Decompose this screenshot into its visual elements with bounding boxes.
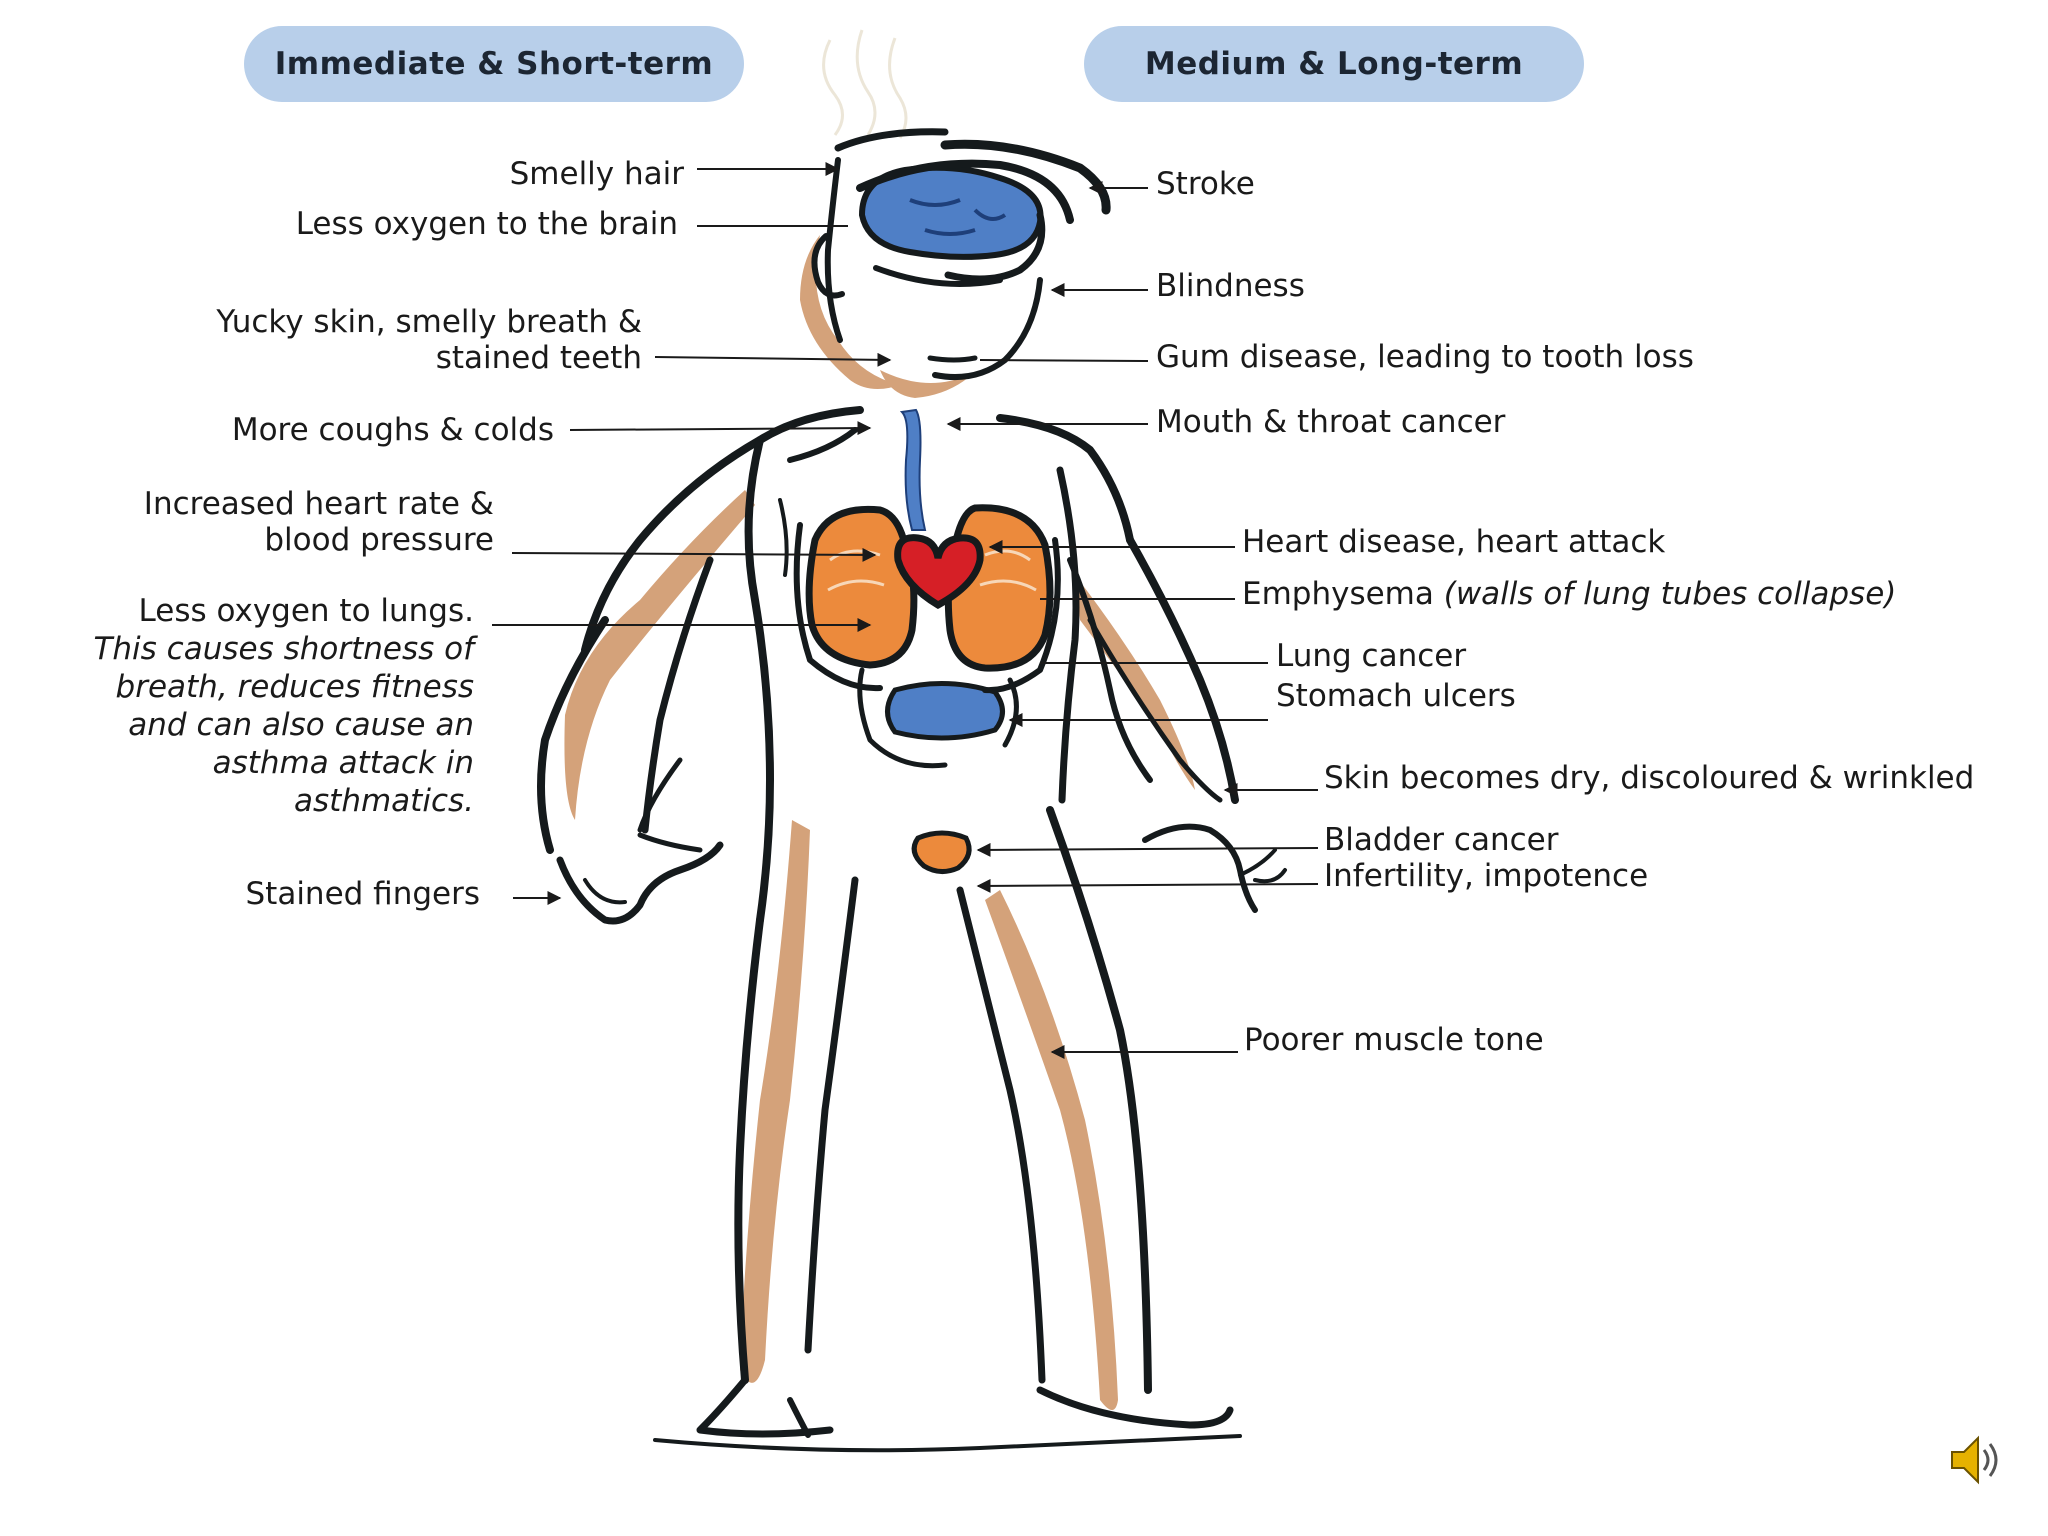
heart-organ	[894, 534, 984, 610]
label-mouth-throat-cancer: Mouth & throat cancer	[1156, 404, 1506, 440]
header-immediate-short-term: Immediate & Short-term	[244, 26, 744, 102]
label-gum-disease: Gum disease, leading to tooth loss	[1156, 339, 1694, 375]
label-smelly-hair: Smelly hair	[509, 156, 684, 192]
pointer-lines	[492, 162, 1319, 1059]
label-stomach-ulcers: Stomach ulcers	[1276, 678, 1516, 714]
body-outline	[537, 128, 1287, 1453]
label-less-oxygen-lungs: Less oxygen to lungs. This causes shortn…	[93, 593, 474, 819]
trachea-organ	[899, 408, 927, 531]
stomach-organ	[885, 680, 1005, 741]
label-blindness: Blindness	[1156, 268, 1305, 304]
skin-shading	[564, 235, 1195, 1410]
speaker-icon[interactable]	[1944, 1428, 2008, 1492]
label-lung-cancer: Lung cancer	[1276, 638, 1467, 674]
brain-organ	[858, 164, 1044, 260]
label-infertility: Infertility, impotence	[1324, 858, 1649, 894]
smoke-wisps	[822, 29, 908, 139]
organs	[805, 164, 1054, 874]
header-medium-long-term: Medium & Long-term	[1084, 26, 1584, 102]
label-stained-fingers: Stained fingers	[245, 876, 480, 912]
left-lung-organ	[805, 505, 918, 669]
label-bladder-cancer: Bladder cancer	[1324, 822, 1559, 858]
label-coughs-colds: More coughs & colds	[231, 412, 554, 448]
label-skin-dry: Skin becomes dry, discoloured & wrinkled	[1324, 760, 1975, 796]
label-heart-disease: Heart disease, heart attack	[1242, 524, 1666, 560]
label-muscle-tone: Poorer muscle tone	[1244, 1022, 1544, 1058]
label-less-oxygen-brain: Less oxygen to the brain	[295, 206, 678, 242]
label-yucky-skin: Yucky skin, smelly breath & stained teet…	[216, 304, 642, 376]
label-stroke: Stroke	[1156, 166, 1255, 202]
label-heart-rate: Increased heart rate & blood pressure	[143, 486, 494, 558]
label-emphysema: Emphysema (walls of lung tubes collapse)	[1242, 576, 1897, 612]
bladder-organ	[911, 830, 972, 874]
